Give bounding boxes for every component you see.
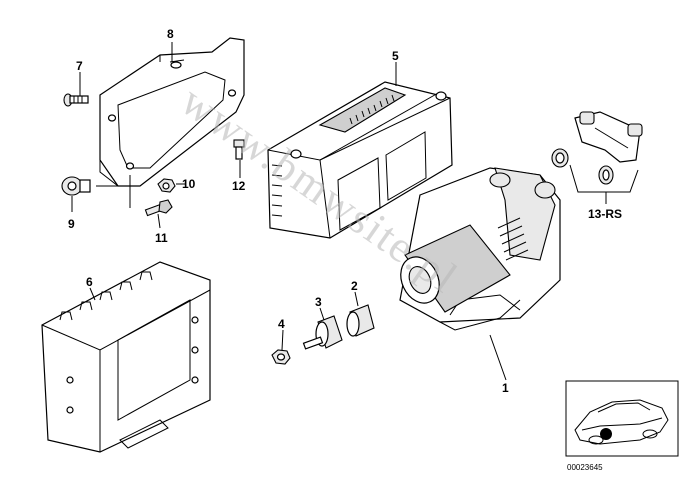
damper-part-3 [302, 315, 343, 350]
callout-2: 2 [351, 279, 358, 293]
callout-1: 1 [502, 381, 509, 395]
nut-part-4 [271, 349, 291, 365]
location-marker-icon [600, 428, 612, 440]
inset-reference-code: 00023645 [567, 463, 603, 472]
callout-4: 4 [278, 317, 285, 331]
leader-lines [71, 42, 607, 381]
callout-12: 12 [232, 179, 246, 193]
sleeve-part-2 [346, 304, 375, 337]
callout-13: 13-RS [588, 207, 622, 221]
callout-labels: 8 7 5 13-RS 10 12 9 11 6 2 3 4 1 [68, 27, 622, 395]
vehicle-inset: 00023645 [565, 380, 679, 472]
control-unit-part-5 [267, 81, 453, 239]
callout-6: 6 [86, 275, 93, 289]
bracket-part-8 [99, 37, 245, 187]
screw-part-12 [233, 139, 245, 160]
nut-part-10 [157, 178, 176, 193]
screw-part-11 [144, 199, 173, 217]
callout-11: 11 [155, 231, 168, 245]
hydraulic-unit-part-1 [399, 167, 561, 331]
callout-5: 5 [392, 49, 399, 63]
callout-8: 8 [167, 27, 174, 41]
callout-10: 10 [182, 177, 196, 191]
hose-connector-part-13 [551, 111, 643, 193]
bolt-part-7 [63, 93, 89, 107]
callout-9: 9 [68, 217, 75, 231]
callout-7: 7 [76, 59, 83, 73]
grommet-part-9 [61, 176, 91, 196]
holder-part-6 [41, 261, 211, 453]
callout-3: 3 [315, 295, 322, 309]
